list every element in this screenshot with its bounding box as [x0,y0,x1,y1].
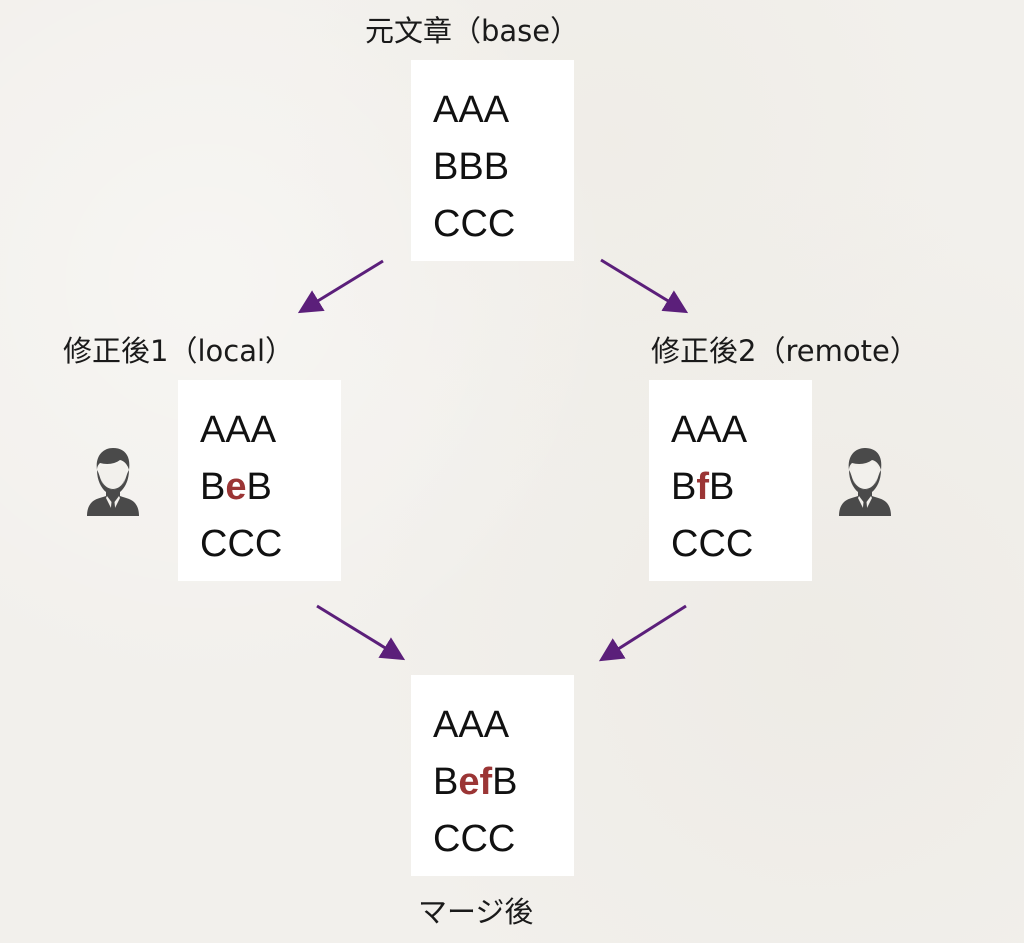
document-line: BeB [200,459,341,516]
local-label: 修正後1（local） [63,334,295,368]
text-segment: CCC [671,523,754,565]
base-label: 元文章（base） [365,14,580,48]
arrow-remote-to-merged [598,604,687,662]
text-segment: AAA [200,409,277,451]
document-line: AAA [433,697,574,754]
text-segment: CCC [433,818,516,860]
document-line: BefB [433,754,574,811]
remote-label: 修正後2（remote） [651,334,919,368]
document-line: AAA [200,402,341,459]
text-segment: B [671,466,697,508]
text-segment: BBB [433,146,510,188]
changed-text: f [696,466,710,508]
arrow-base-to-local [297,259,384,314]
changed-text: e [225,466,247,508]
document-line: BfB [671,459,812,516]
document-line: CCC [200,516,341,573]
document-line: CCC [433,811,574,868]
document-line: CCC [671,516,812,573]
document-line: CCC [433,196,574,253]
text-segment: CCC [200,523,283,565]
text-segment: AAA [671,409,748,451]
document-line: AAA [433,82,574,139]
text-segment: AAA [433,704,510,746]
text-segment: B [200,466,226,508]
text-segment: B [246,466,272,508]
text-segment: CCC [433,203,516,245]
base-document: AAA BBB CCC [411,60,574,261]
merged-document: AAA BefB CCC [411,675,574,876]
text-segment: B [709,466,735,508]
changed-text: ef [458,761,493,803]
document-line: BBB [433,139,574,196]
local-document: AAA BeB CCC [178,380,341,581]
local-user-icon [87,448,139,516]
document-line: AAA [671,402,812,459]
arrow-base-to-remote [600,258,689,314]
text-segment: AAA [433,89,510,131]
arrow-local-to-merged [316,604,406,661]
remote-user-icon [839,448,891,516]
text-segment: B [433,761,459,803]
text-segment: B [492,761,518,803]
remote-document: AAA BfB CCC [649,380,812,581]
merged-label: マージ後 [418,895,534,929]
